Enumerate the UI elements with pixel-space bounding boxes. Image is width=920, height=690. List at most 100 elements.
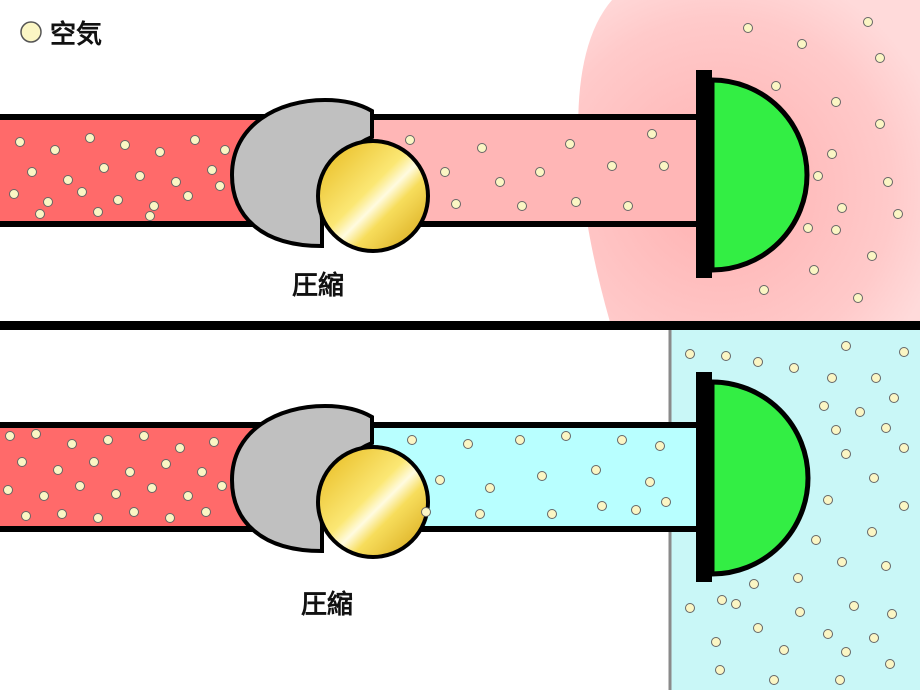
air-particle <box>863 17 873 27</box>
dome-top <box>709 77 810 273</box>
air-particle <box>89 457 99 467</box>
air-particle <box>885 659 895 669</box>
air-particle <box>809 265 819 275</box>
air-particle <box>75 481 85 491</box>
air-particle <box>597 501 607 511</box>
air-particle <box>99 163 109 173</box>
air-particle <box>835 675 845 685</box>
air-particle <box>831 425 841 435</box>
air-particle <box>819 401 829 411</box>
air-particle <box>647 129 657 139</box>
compression-label-top: 圧縮 <box>292 271 345 301</box>
air-particle <box>31 429 41 439</box>
air-particle <box>63 175 73 185</box>
air-particle <box>711 637 721 647</box>
air-particle <box>201 507 211 517</box>
air-particle <box>77 187 87 197</box>
air-particle <box>93 513 103 523</box>
air-particle <box>837 557 847 567</box>
air-particle <box>171 177 181 187</box>
air-particle <box>645 477 655 487</box>
air-particle <box>9 189 19 199</box>
air-particle <box>797 39 807 49</box>
air-particle <box>547 509 557 519</box>
air-particle <box>779 645 789 655</box>
dome-plate-top <box>696 70 712 278</box>
air-particle <box>220 145 230 155</box>
air-particle <box>795 607 805 617</box>
air-particle <box>50 145 60 155</box>
air-particle <box>715 665 725 675</box>
air-particle <box>183 491 193 501</box>
air-particle <box>463 439 473 449</box>
air-particle <box>15 137 25 147</box>
air-particle <box>475 509 485 519</box>
air-particle <box>837 203 847 213</box>
air-particle <box>685 349 695 359</box>
air-particle <box>125 467 135 477</box>
air-particle <box>591 465 601 475</box>
air-particle <box>485 483 495 493</box>
air-particle <box>407 435 417 445</box>
dense-air-tube-top <box>0 117 270 224</box>
air-particle <box>793 573 803 583</box>
air-particle <box>853 293 863 303</box>
air-particle <box>27 167 37 177</box>
air-particle <box>67 439 77 449</box>
air-particle <box>887 609 897 619</box>
air-particle <box>717 595 727 605</box>
air-particle <box>875 53 885 63</box>
air-particle <box>477 143 487 153</box>
air-particle <box>827 373 837 383</box>
air-particle <box>899 347 909 357</box>
compression-label-bottom: 圧縮 <box>301 590 354 620</box>
air-particle <box>207 165 217 175</box>
air-particle <box>823 629 833 639</box>
air-particle <box>685 603 695 613</box>
air-particle <box>869 633 879 643</box>
air-particle <box>655 441 665 451</box>
air-particle <box>561 431 571 441</box>
air-particle <box>731 599 741 609</box>
panel-divider <box>0 321 920 330</box>
air-particle <box>165 513 175 523</box>
air-particle <box>721 351 731 361</box>
air-particle <box>659 161 669 171</box>
air-particle <box>111 489 121 499</box>
air-particle <box>17 457 27 467</box>
air-particle <box>113 195 123 205</box>
air-particle <box>139 431 149 441</box>
air-particle <box>215 181 225 191</box>
air-particle <box>769 675 779 685</box>
air-particle <box>753 357 763 367</box>
air-particle <box>535 167 545 177</box>
air-particle <box>517 201 527 211</box>
air-particle <box>827 149 837 159</box>
top-panel <box>0 0 920 322</box>
air-particle <box>155 147 165 157</box>
air-particle <box>495 177 505 187</box>
air-particle <box>831 97 841 107</box>
air-particle <box>53 465 63 475</box>
air-particle <box>893 209 903 219</box>
air-particle <box>85 133 95 143</box>
valve-bottom <box>316 445 430 559</box>
air-particle <box>103 435 113 445</box>
air-particle <box>129 507 139 517</box>
air-particle <box>831 225 841 235</box>
air-particle <box>881 561 891 571</box>
air-particle <box>440 167 450 177</box>
air-particle <box>841 449 851 459</box>
air-particle <box>147 483 157 493</box>
air-particle <box>3 485 13 495</box>
air-particle <box>435 475 445 485</box>
air-particle <box>881 423 891 433</box>
air-particle <box>175 443 185 453</box>
air-particle <box>869 473 879 483</box>
air-particle <box>43 197 53 207</box>
air-particle <box>93 207 103 217</box>
air-particle <box>451 199 461 209</box>
dome-plate-bottom <box>696 372 712 582</box>
air-particle <box>871 373 881 383</box>
